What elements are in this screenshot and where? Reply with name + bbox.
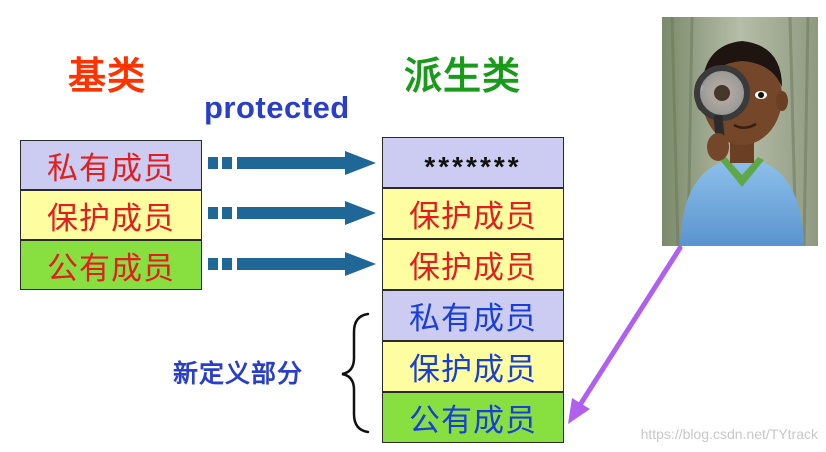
derived-new-protected-box: 保护成员: [382, 341, 564, 392]
derived-hidden-private-box: *******: [382, 137, 564, 188]
watermark-text: https://blog.csdn.net/TYtrack: [640, 426, 818, 442]
derived-inherited-protected-label-1: 保护成员: [409, 199, 537, 235]
base-private-member-label: 私有成员: [47, 150, 175, 187]
child-with-magnifier-photo: [662, 17, 818, 246]
hidden-member-stars: *******: [424, 150, 522, 182]
derived-new-public-box: 公有成员: [382, 392, 564, 443]
base-private-member-box: 私有成员: [20, 140, 202, 190]
new-part-label: 新定义部分: [173, 359, 304, 388]
derived-inherited-protected-box-1: 保护成员: [382, 188, 564, 239]
derived-new-public-label: 公有成员: [409, 403, 537, 439]
base-protected-member-box: 保护成员: [20, 190, 202, 240]
derived-inherited-protected-box-2: 保护成员: [382, 239, 564, 290]
inheritance-arrow-public: [208, 252, 376, 276]
derived-class-title: 派生类: [404, 54, 522, 98]
derived-new-private-label: 私有成员: [409, 301, 537, 337]
new-part-brace: [341, 312, 370, 434]
derived-new-private-box: 私有成员: [382, 290, 564, 341]
inheritance-arrow-protected: [208, 201, 376, 225]
base-public-member-box: 公有成员: [20, 240, 202, 290]
derived-inherited-protected-label-2: 保护成员: [409, 250, 537, 286]
access-specifier-label: protected: [204, 90, 350, 125]
derived-new-protected-label: 保护成员: [409, 352, 537, 388]
base-protected-member-label: 保护成员: [47, 200, 175, 237]
inheritance-arrow-private: [208, 151, 376, 175]
base-public-member-label: 公有成员: [47, 250, 175, 287]
base-class-title: 基类: [68, 54, 147, 98]
